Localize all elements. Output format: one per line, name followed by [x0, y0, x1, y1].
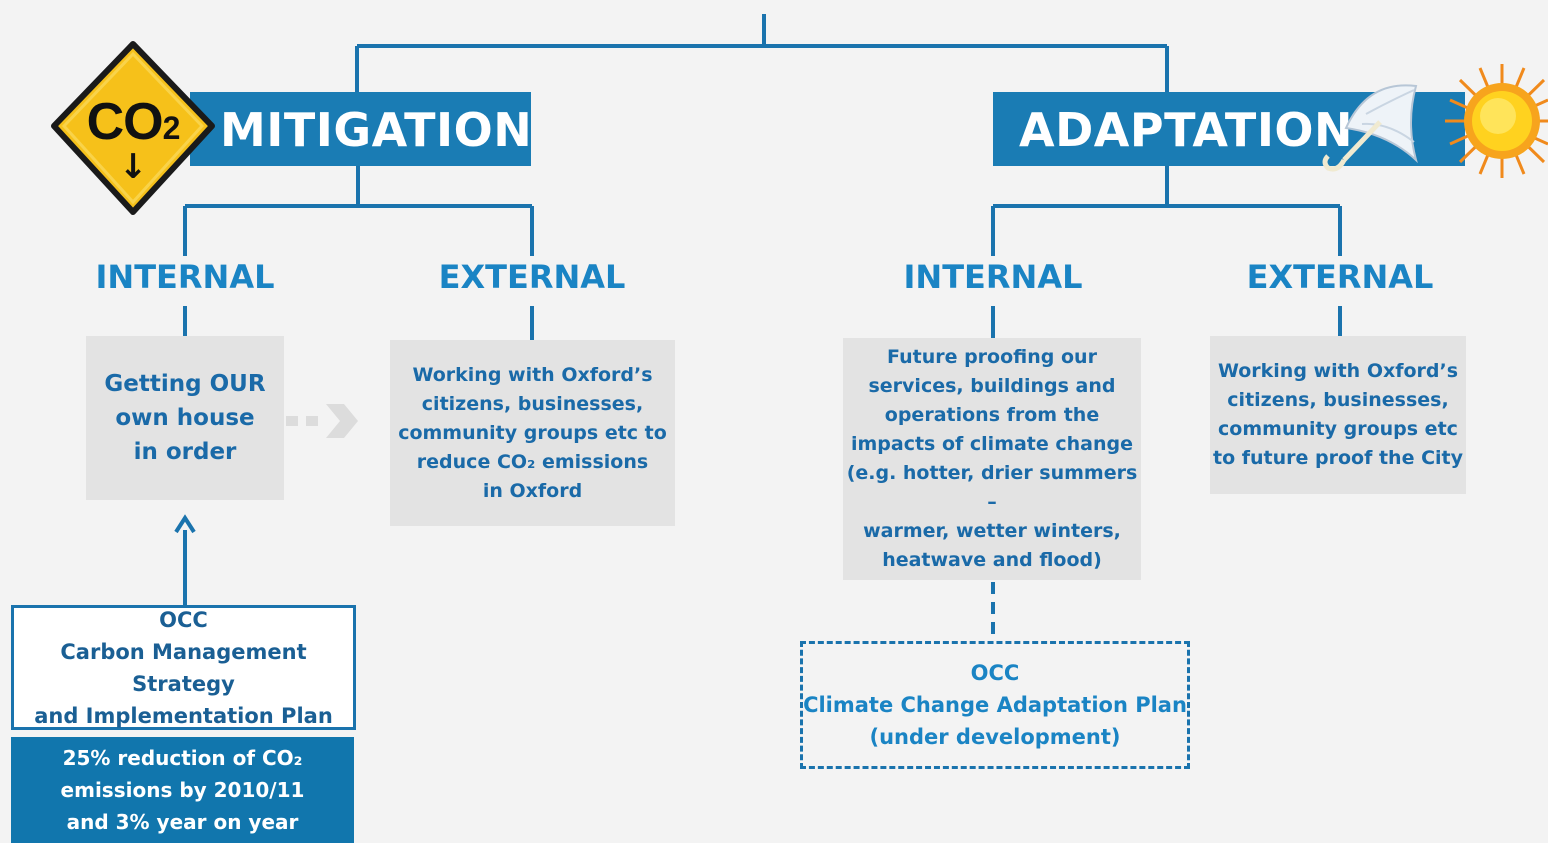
adaptation-internal-heading: INTERNAL [903, 258, 1083, 296]
umbrella-icon [1322, 84, 1418, 172]
target-line: 25% reduction of CO₂ [62, 746, 303, 770]
co2-diamond-shape [51, 41, 215, 215]
down-arrow-icon: ↓ [118, 147, 148, 187]
adaptation-internal-text: Future proofing our services, buildings … [843, 343, 1141, 575]
plan-line: and Implementation Plan [34, 703, 333, 728]
carbon-management-plan-box: OCC Carbon Management Strategy and Imple… [11, 605, 356, 730]
plan-line: Climate Change Adaptation Plan [803, 693, 1187, 717]
mitigation-title: MITIGATION [220, 103, 533, 157]
adaptation-external-text: Working with Oxford’s citizens, business… [1213, 357, 1463, 473]
mitigation-internal-text: Getting OUR own house in order [104, 367, 265, 469]
box-line: Getting OUR [104, 371, 266, 397]
target-line: and 3% year on year [66, 810, 299, 834]
co2-text: CO [86, 93, 164, 151]
box-line: to future proof the City [1212, 447, 1463, 469]
sun-icon [1445, 64, 1548, 178]
box-line: (e.g. hotter, drier summers – [846, 462, 1138, 513]
box-line: community groups etc to [398, 421, 667, 444]
box-line: heatwave and flood) [882, 549, 1102, 571]
box-line: in order [133, 439, 237, 465]
adaptation-title: ADAPTATION [1019, 103, 1354, 157]
adaptation-internal-box: Future proofing our services, buildings … [843, 338, 1141, 580]
box-line: Future proofing our [887, 346, 1097, 368]
adaptation-external-heading: EXTERNAL [1246, 258, 1434, 296]
box-line: Working with Oxford’s [1217, 360, 1459, 382]
box-line: in Oxford [482, 479, 583, 502]
box-line: impacts of climate change [850, 433, 1134, 455]
mitigation-internal-box: Getting OUR own house in order [86, 336, 284, 500]
co2-subscript: 2 [162, 110, 181, 146]
plan-org: OCC [159, 607, 208, 632]
mitigation-external-text: Working with Oxford’s citizens, business… [398, 361, 667, 506]
adaptation-plan-box: OCC Climate Change Adaptation Plan (unde… [800, 641, 1190, 769]
mitigation-banner: MITIGATION [190, 92, 533, 166]
adaptation-external-box: Working with Oxford’s citizens, business… [1210, 336, 1466, 494]
target-line: emissions by 2010/11 [60, 778, 305, 802]
co2-label: CO2 [50, 96, 216, 154]
box-line: own house [115, 405, 255, 431]
mitigation-external-heading: EXTERNAL [438, 258, 626, 296]
plan-line: Carbon Management Strategy [60, 639, 307, 696]
box-line: citizens, businesses, [1227, 389, 1449, 411]
box-line: reduce CO₂ emissions [416, 450, 649, 473]
mitigation-external-box: Working with Oxford’s citizens, business… [390, 340, 675, 526]
plan-org: OCC [970, 661, 1020, 685]
box-line: Working with Oxford’s [412, 363, 653, 386]
box-line: community groups etc [1218, 418, 1458, 440]
box-line: warmer, wetter winters, [863, 520, 1121, 542]
mitigation-internal-heading: INTERNAL [95, 258, 275, 296]
co2-warning-icon: CO2 ↓ [50, 40, 216, 216]
box-line: citizens, businesses, [421, 392, 644, 415]
box-line: services, buildings and [868, 375, 1116, 397]
emissions-target-box: 25% reduction of CO₂ emissions by 2010/1… [11, 737, 354, 843]
box-line: operations from the [884, 404, 1100, 426]
plan-line: (under development) [869, 725, 1121, 749]
